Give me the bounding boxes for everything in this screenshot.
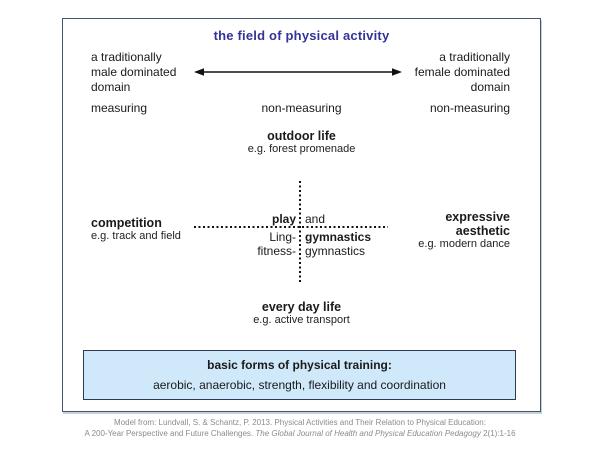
expressive-aesthetic-label: expressive aesthetic bbox=[445, 210, 510, 238]
fitness-label: fitness- bbox=[257, 244, 296, 258]
every-day-life-label: every day life bbox=[261, 300, 342, 314]
double-headed-arrow-icon bbox=[194, 65, 402, 77]
cross-row-fitness-gymnastics: fitness- gymnastics bbox=[63, 244, 540, 258]
outdoor-life-label: outdoor life bbox=[267, 129, 336, 143]
diagram-frame: the field of physical activity a traditi… bbox=[62, 18, 541, 412]
outdoor-life-example: e.g. forest promenade bbox=[247, 143, 356, 155]
measuring-label-right: non-measuring bbox=[429, 101, 510, 115]
gymnastics-bold-label: gymnastics bbox=[305, 230, 372, 244]
quadrant-expressive-aesthetic: expressive aesthetic e.g. modern dance bbox=[418, 210, 510, 251]
vertical-dotted-axis bbox=[299, 181, 301, 283]
male-domain-label: a traditionally male dominated domain bbox=[91, 50, 177, 94]
cross-row-play-and: play and bbox=[63, 212, 540, 226]
competition-example: e.g. track and field bbox=[91, 230, 181, 242]
basic-training-box: basic forms of physical training: aerobi… bbox=[83, 350, 516, 400]
citation-journal-title: The Global Journal of Health and Physica… bbox=[255, 429, 481, 438]
diagram-title: the field of physical activity bbox=[213, 28, 390, 43]
play-label: play bbox=[271, 212, 296, 226]
citation-line1: Model from: Lundvall, S. & Schantz, P. 2… bbox=[114, 418, 486, 427]
citation: Model from: Lundvall, S. & Schantz, P. 2… bbox=[0, 417, 600, 439]
competition-label: competition bbox=[91, 216, 162, 230]
ling-label: Ling- bbox=[269, 230, 296, 244]
citation-line2-prefix: A 200-Year Perspective and Future Challe… bbox=[84, 429, 256, 438]
quadrant-competition: competition e.g. track and field bbox=[91, 216, 181, 243]
training-box-items: aerobic, anaerobic, strength, flexibilit… bbox=[153, 378, 446, 392]
gymnastics-label: gymnastics bbox=[305, 244, 366, 258]
citation-line2: A 200-Year Perspective and Future Challe… bbox=[0, 428, 600, 439]
quadrant-outdoor-life: outdoor life e.g. forest promenade bbox=[63, 129, 540, 156]
expressive-aesthetic-example: e.g. modern dance bbox=[418, 238, 510, 250]
every-day-life-example: e.g. active transport bbox=[253, 314, 350, 326]
female-domain-label: a traditionally female dominated domain bbox=[414, 50, 510, 94]
measuring-label-left: measuring bbox=[91, 101, 148, 115]
training-box-heading: basic forms of physical training: bbox=[207, 358, 392, 372]
and-label: and bbox=[305, 212, 326, 226]
citation-line2-suffix: 2(1):1-16 bbox=[480, 429, 516, 438]
quadrant-every-day-life: every day life e.g. active transport bbox=[63, 300, 540, 327]
horizontal-dotted-axis bbox=[194, 226, 388, 228]
cross-row-ling-gymnastics: Ling- gymnastics bbox=[63, 230, 540, 244]
measuring-label-center: non-measuring bbox=[261, 101, 342, 115]
